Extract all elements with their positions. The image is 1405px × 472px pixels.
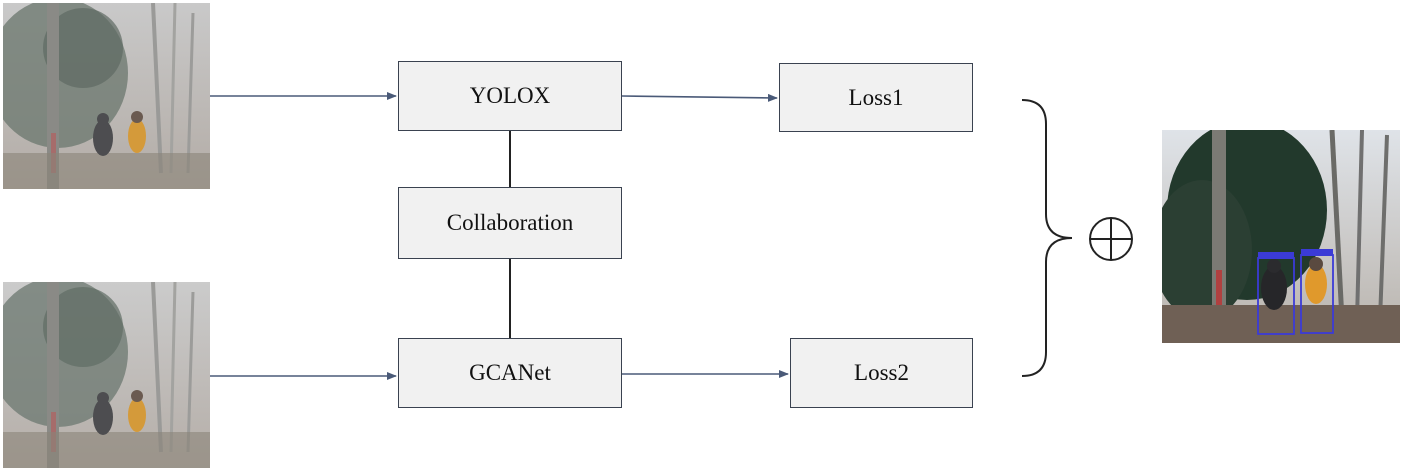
gcanet-label: GCANet [469, 360, 551, 385]
output-detection-image [1162, 130, 1400, 343]
loss2-label: Loss2 [854, 360, 909, 385]
loss1-box: Loss1 [779, 63, 973, 132]
foggy-input-image-top [3, 3, 210, 189]
yolox-box: YOLOX [398, 61, 622, 131]
gcanet-box: GCANet [398, 338, 622, 408]
foggy-input-image-bottom [3, 282, 210, 468]
collaboration-label: Collaboration [446, 210, 574, 235]
yolox-label: YOLOX [469, 83, 551, 108]
combine-brace [1021, 99, 1073, 377]
loss2-box: Loss2 [790, 338, 973, 408]
combine-plus-icon [1089, 217, 1133, 261]
arrow-yolox-loss1 [621, 93, 778, 102]
loss1-label: Loss1 [848, 84, 904, 110]
collaboration-box: Collaboration [398, 187, 622, 259]
